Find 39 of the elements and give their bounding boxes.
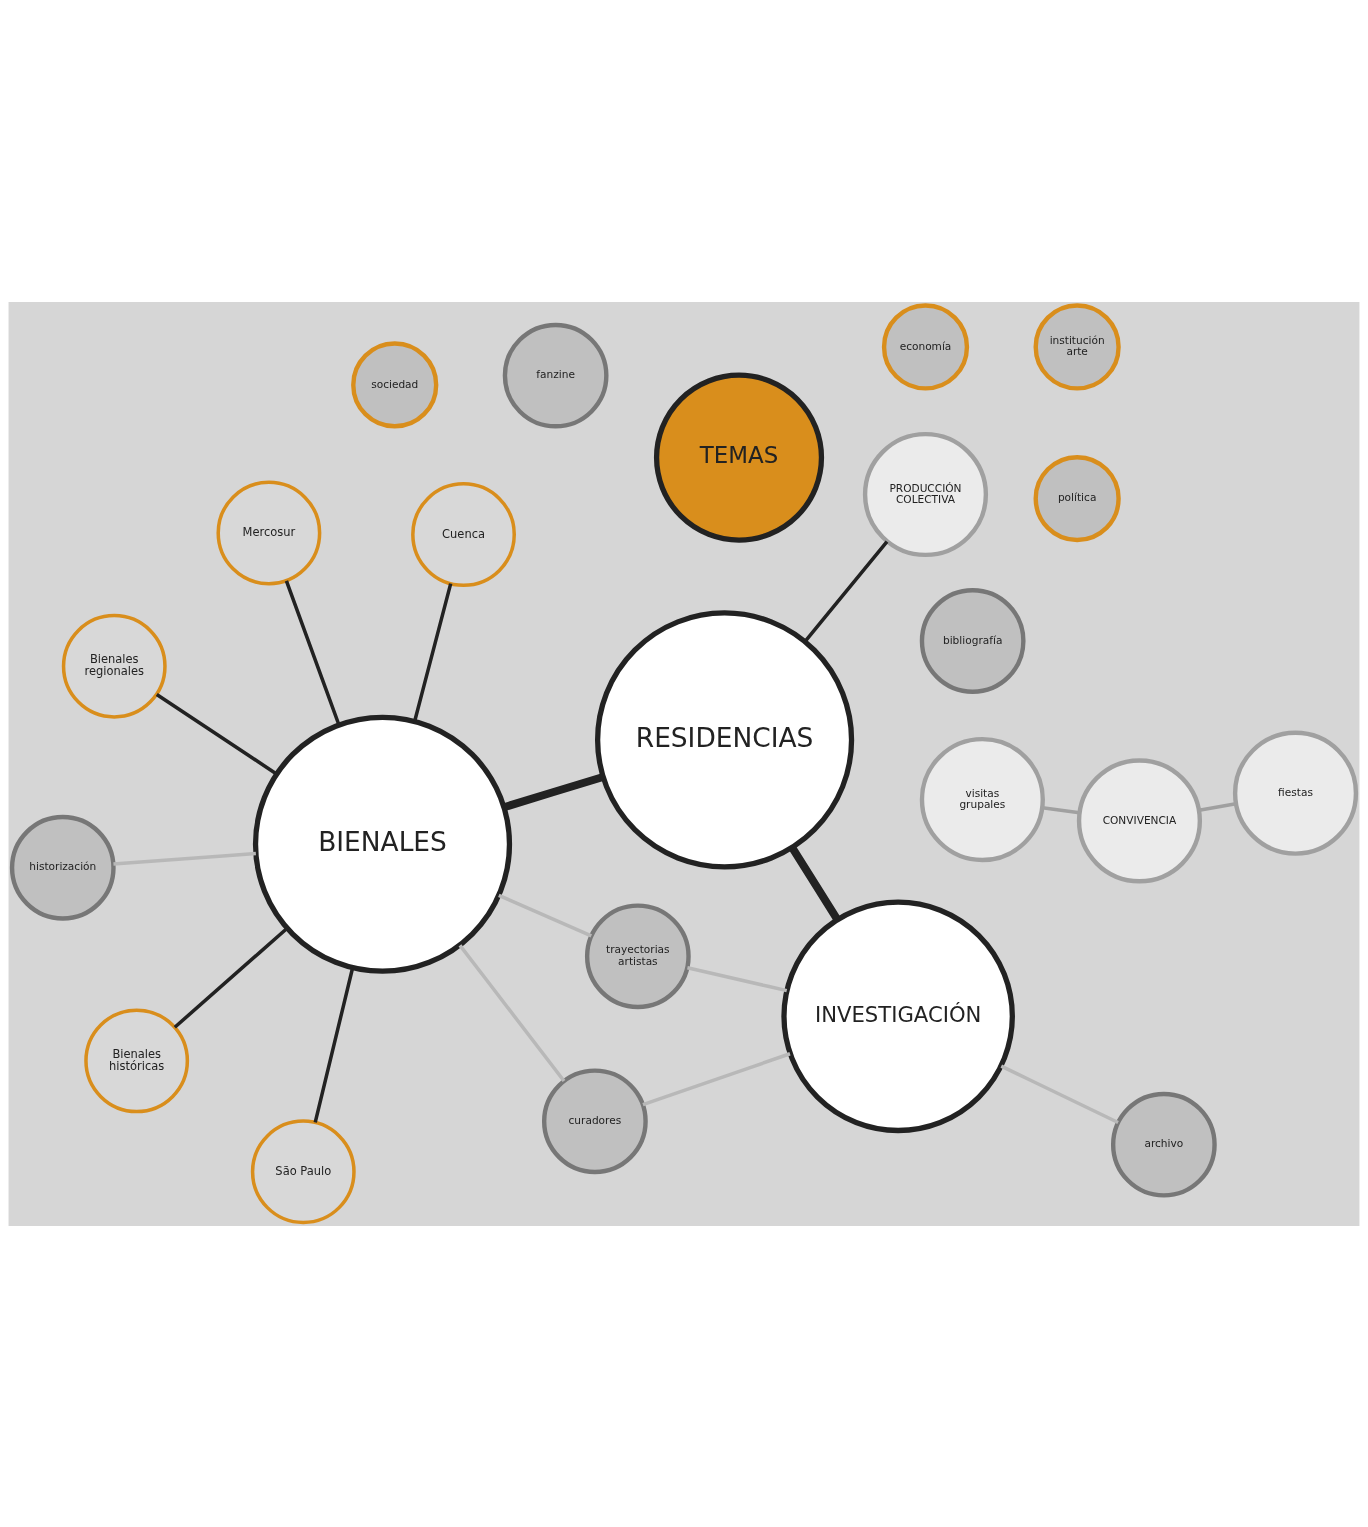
node-circle: Bienales históricas [84,1007,190,1113]
node-circle: historización [9,814,116,921]
node-circle: economía [881,302,970,391]
connector [173,926,289,1029]
node-circle: fanzine [502,322,609,429]
connector [155,692,278,775]
node-circle: BIENALES [252,714,513,974]
node-circle: trayectorias artistas [584,902,691,1009]
node-circle: visitas grupales [919,736,1045,862]
node-circle: TEMAS [653,372,825,543]
connector [803,539,889,643]
connector [113,851,256,866]
connector [498,893,592,937]
connector [412,582,453,722]
node-circle: sociedad [351,340,439,429]
connector [284,579,341,726]
node-circle: bibliografía [919,587,1026,694]
connector [687,965,788,992]
connector [788,844,841,922]
node-circle: institución arte [1033,302,1121,391]
node-circle: INVESTIGACIÓN [781,899,1015,1133]
connector [458,943,566,1082]
node-circle: PRODUCCIÓN COLECTIVA [862,431,989,557]
node-circle: Cuenca [411,481,516,587]
connector [1198,801,1237,812]
connector [1042,805,1080,814]
connector [313,966,355,1123]
node-circle: RESIDENCIAS [594,609,855,869]
node-circle: CONVIVENCIA [1076,757,1203,883]
node-circle: archivo [1110,1091,1217,1198]
connector [642,1051,791,1106]
node-circle: fiestas [1232,730,1359,856]
node-circle: curadores [541,1067,648,1174]
connector [502,772,605,811]
node-circle: São Paulo [250,1118,356,1224]
connector [1000,1064,1119,1124]
node-circle: política [1033,454,1121,542]
node-circle: Mercosur [216,480,322,585]
node-circle: Bienales regionales [61,613,167,719]
